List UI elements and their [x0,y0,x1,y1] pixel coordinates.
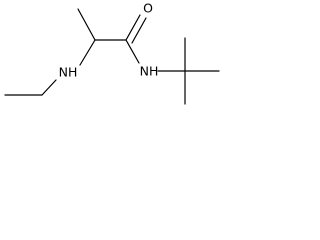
bond-carbonyl-oxygen-1 [125,14,141,41]
bond-amine-n-ethyl [41,79,57,96]
bond-carbonyl-oxygen-2 [131,17,147,44]
molecule-structure: O NH NH [4,1,220,105]
bond-methyl-alpha [77,8,96,41]
bond-alpha-amine-n [79,39,96,66]
amine-nh-label: NH [59,65,78,80]
amide-nh-label: NH [140,64,159,79]
bond-carbonyl-amide-n [125,39,140,64]
molecule-canvas: O NH NH [0,0,226,120]
oxygen-label: O [143,1,153,16]
